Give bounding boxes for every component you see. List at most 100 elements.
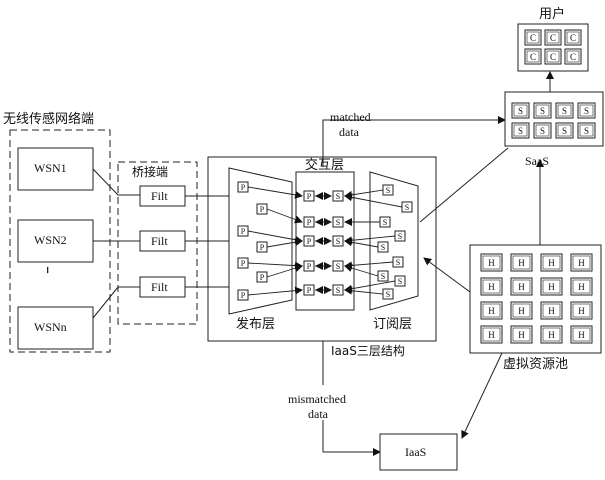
sub-node-3: S bbox=[379, 216, 391, 228]
pub-node-6: P bbox=[256, 271, 268, 283]
sub-node-1-label: S bbox=[386, 186, 390, 195]
pub-link-6 bbox=[266, 264, 303, 278]
host-cell-8-label: H bbox=[578, 282, 585, 292]
exchange-pub-2: P bbox=[303, 216, 315, 228]
host-cell-16: H bbox=[570, 325, 593, 344]
wsn-region-title: 无线传感网络端 bbox=[3, 112, 95, 127]
host-cell-12-label: H bbox=[578, 306, 585, 316]
host-cell-2-label: H bbox=[518, 258, 525, 268]
wsn-node-1 bbox=[17, 147, 94, 191]
iaas-box-label: IaaS bbox=[405, 445, 427, 459]
sub-node-3-label: S bbox=[383, 218, 387, 227]
host-cell-8: H bbox=[570, 277, 593, 296]
host-cell-11: H bbox=[540, 301, 563, 320]
host-cell-16-label: H bbox=[578, 330, 585, 340]
sub-node-9: S bbox=[382, 288, 394, 300]
saas-cell-4: S bbox=[577, 102, 596, 119]
host-cell-5-label: H bbox=[488, 282, 495, 292]
exchange-sub-1: S bbox=[332, 190, 344, 202]
wsn-node-2-label: WSN2 bbox=[34, 233, 67, 247]
link-pool-iaas[interactable] bbox=[461, 344, 509, 439]
link-wsn1-filt bbox=[92, 168, 140, 196]
sub-link-4 bbox=[344, 235, 396, 245]
pub-link-3 bbox=[247, 230, 303, 244]
exchange-sub-3: S bbox=[332, 235, 344, 247]
pub-node-5: P bbox=[237, 257, 249, 269]
sub-node-9-label: S bbox=[386, 290, 390, 299]
filter-2-label: Filt bbox=[151, 234, 168, 248]
sub-link-6 bbox=[344, 261, 394, 270]
exchange-pub-2-label: P bbox=[307, 218, 312, 227]
user-cell-6-label: C bbox=[570, 52, 576, 62]
user-cell-2: C bbox=[544, 29, 562, 46]
sub-node-8: S bbox=[394, 275, 406, 287]
pub-link-5 bbox=[247, 261, 303, 270]
mismatched-label-line1: mismatched bbox=[288, 392, 346, 406]
subscribe-layer-shape bbox=[369, 171, 419, 311]
link-pool-structure[interactable] bbox=[423, 257, 471, 293]
host-cell-3-label: H bbox=[548, 258, 555, 268]
saas-cell-8-label: S bbox=[584, 126, 589, 136]
filter-1-label: Filt bbox=[151, 189, 168, 203]
exchange-pub-3-label: P bbox=[307, 237, 312, 246]
pub-node-6-label: P bbox=[260, 273, 265, 282]
host-cell-9-label: H bbox=[488, 306, 495, 316]
pub-node-3-label: P bbox=[241, 227, 246, 236]
matched-label-line1: matched bbox=[330, 110, 371, 124]
host-cell-4-label: H bbox=[578, 258, 585, 268]
host-cell-1-label: H bbox=[488, 258, 495, 268]
mismatched-label-line2: data bbox=[308, 407, 328, 421]
host-cell-13-label: H bbox=[488, 330, 495, 340]
sub-link-9 bbox=[344, 286, 384, 295]
host-cell-6: H bbox=[510, 277, 533, 296]
matched-data-line bbox=[322, 119, 388, 167]
sub-node-2: S bbox=[401, 201, 413, 213]
publish-layer-label: 发布层 bbox=[236, 317, 276, 332]
saas-cell-6-label: S bbox=[540, 126, 545, 136]
host-cell-10: H bbox=[510, 301, 533, 320]
exchange-sub-2: S bbox=[332, 216, 344, 228]
link-wsnn-filt bbox=[92, 286, 140, 319]
saas-cell-5: S bbox=[511, 122, 530, 139]
user-cell-3-label: C bbox=[570, 33, 576, 43]
pub-node-4: P bbox=[256, 241, 268, 253]
resource-pool-label: 虚拟资源池 bbox=[503, 357, 569, 372]
pub-node-5-label: P bbox=[241, 259, 246, 268]
sub-node-1: S bbox=[382, 184, 394, 196]
exchange-pub-4: P bbox=[303, 260, 315, 272]
host-cell-1: H bbox=[480, 253, 503, 272]
saas-cell-7: S bbox=[555, 122, 574, 139]
wsn-node-1-label: WSN1 bbox=[34, 161, 67, 175]
exchange-pub-3: P bbox=[303, 235, 315, 247]
bridge-title: 桥接端 bbox=[132, 165, 169, 179]
pub-node-1-label: P bbox=[241, 183, 246, 192]
pub-link-7 bbox=[247, 286, 303, 296]
pub-node-4-label: P bbox=[260, 243, 265, 252]
bridge-region bbox=[117, 161, 198, 325]
sub-node-6-label: S bbox=[396, 258, 400, 267]
sub-link-2 bbox=[344, 193, 403, 208]
iaas-structure-caption: IaaS三层结构 bbox=[331, 344, 405, 358]
host-cell-7-label: H bbox=[548, 282, 555, 292]
exchange-pub-4-label: P bbox=[307, 262, 312, 271]
sub-link-7 bbox=[344, 264, 379, 277]
user-cell-6: C bbox=[564, 48, 582, 65]
wsn-ellipsis: ...... bbox=[44, 266, 58, 272]
exchange-sub-2-label: S bbox=[336, 218, 340, 227]
saas-cell-6: S bbox=[533, 122, 552, 139]
filter-3-label: Filt bbox=[151, 280, 168, 294]
sub-node-2-label: S bbox=[405, 203, 409, 212]
link-structure-saas bbox=[419, 147, 509, 223]
saas-cell-8: S bbox=[577, 122, 596, 139]
pub-node-7-label: P bbox=[241, 291, 246, 300]
pub-node-3: P bbox=[237, 225, 249, 237]
sub-link-5 bbox=[344, 238, 379, 248]
host-cell-5: H bbox=[480, 277, 503, 296]
sub-node-8-label: S bbox=[398, 277, 402, 286]
pub-node-1: P bbox=[237, 181, 249, 193]
host-cell-3: H bbox=[540, 253, 563, 272]
user-cell-3: C bbox=[564, 29, 582, 46]
host-cell-14-label: H bbox=[518, 330, 525, 340]
